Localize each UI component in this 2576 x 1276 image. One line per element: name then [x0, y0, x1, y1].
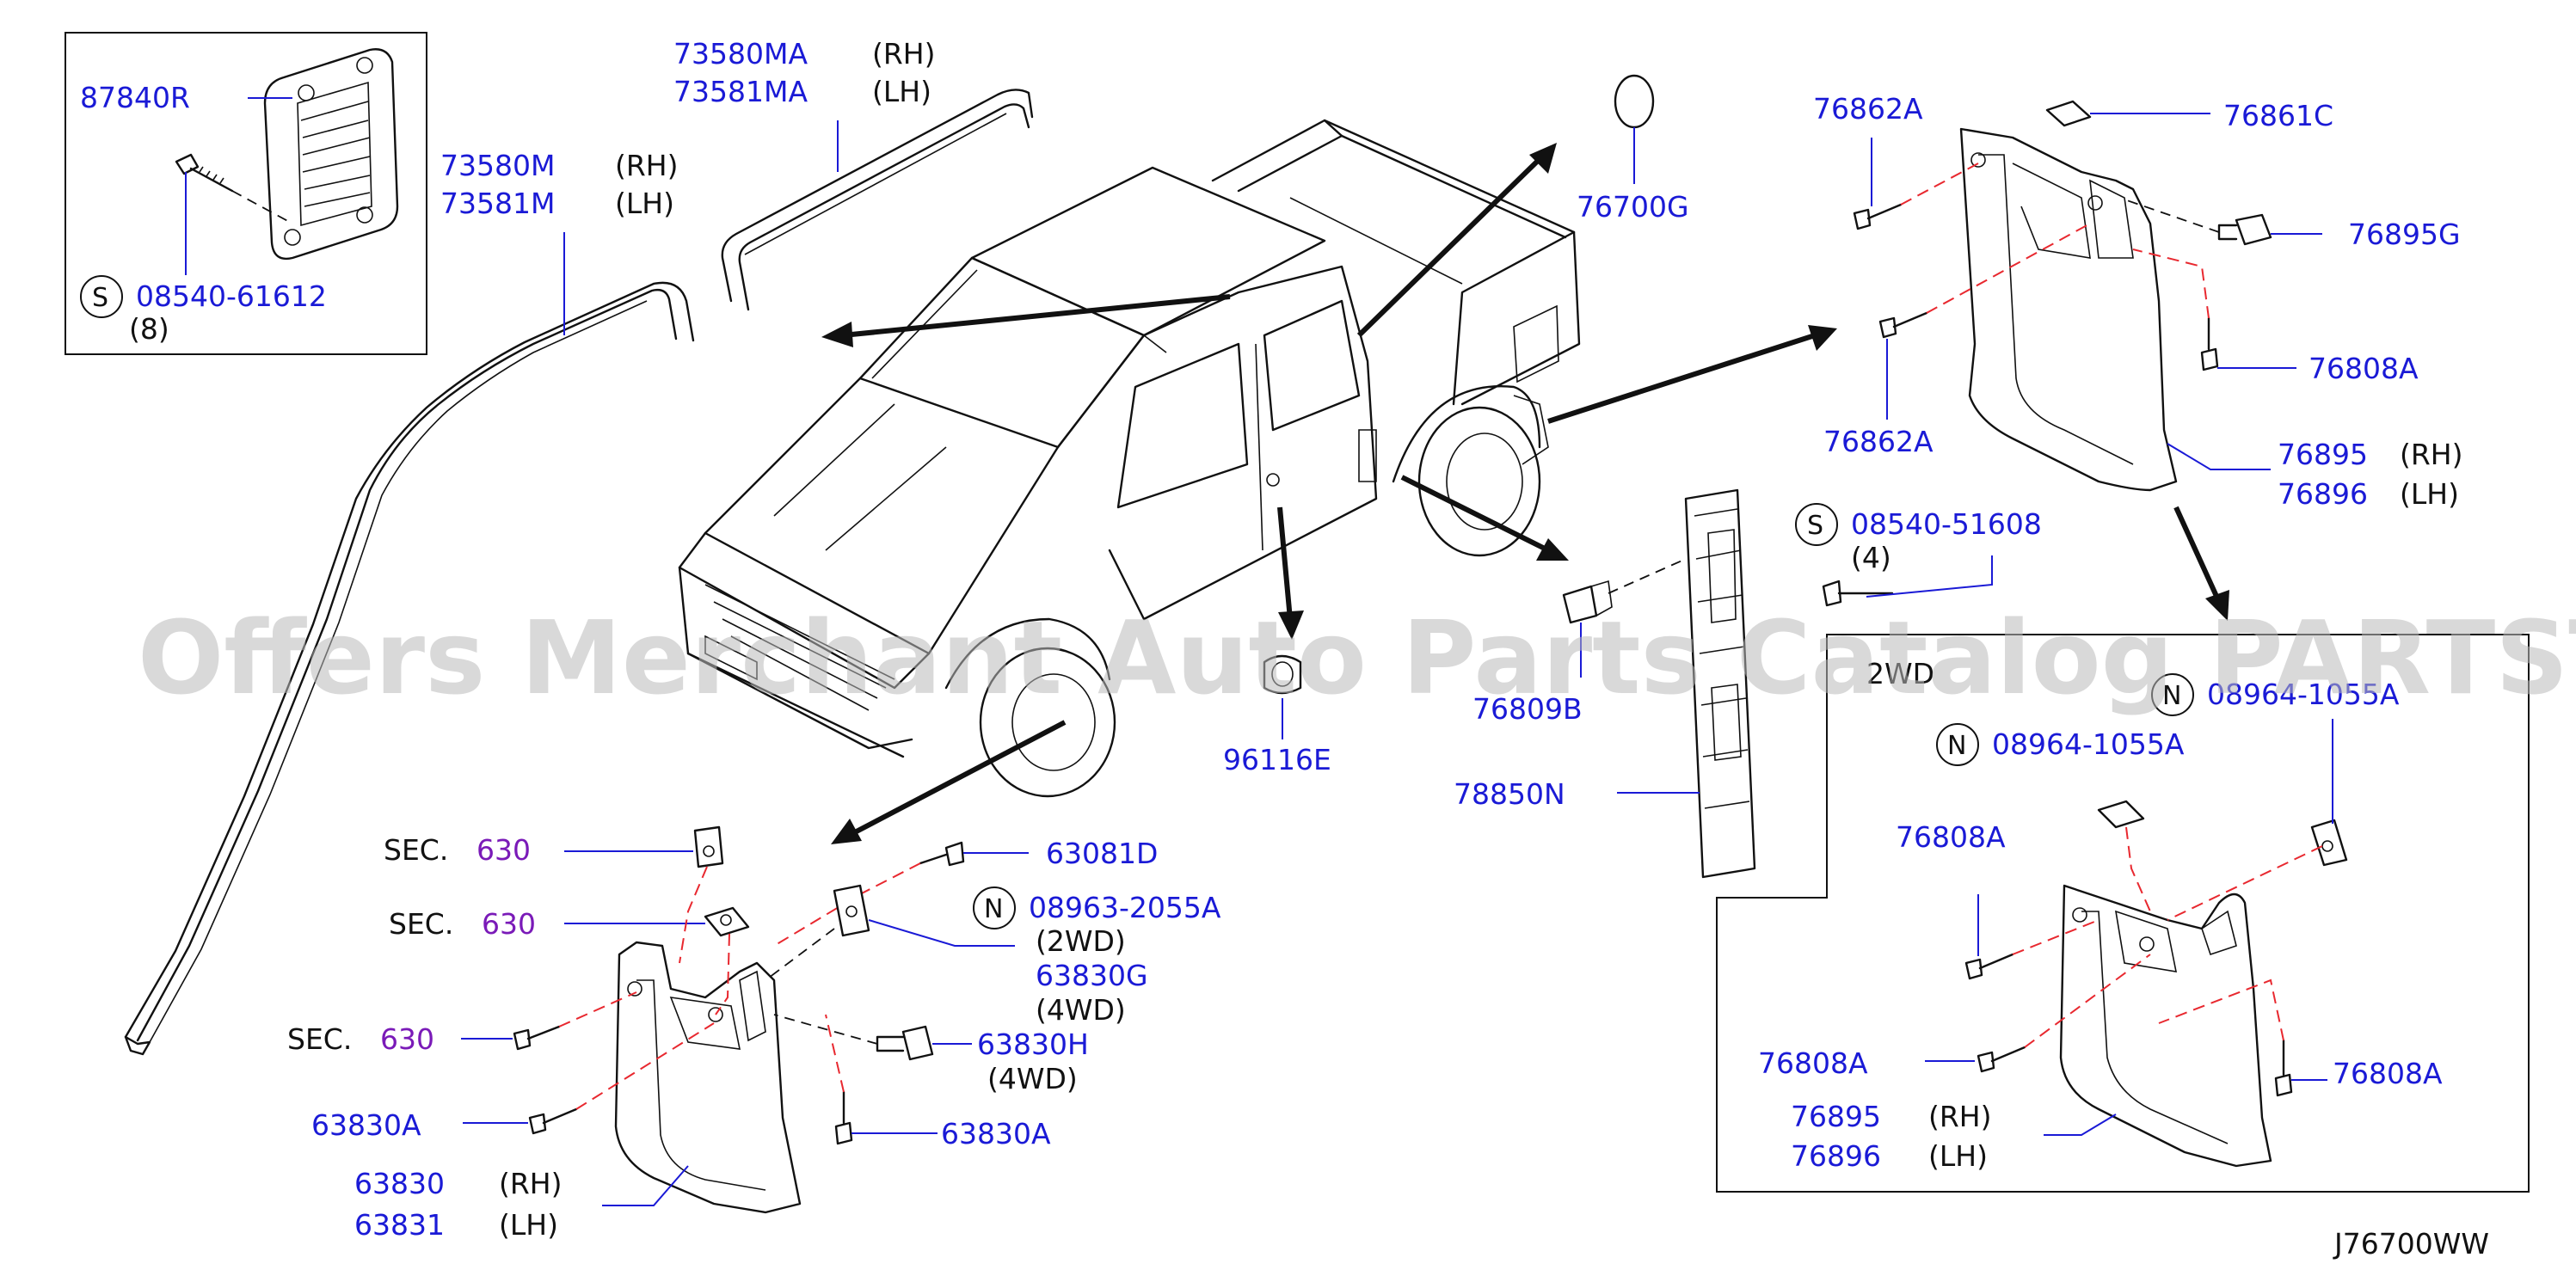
- label-76862A-top: 76862A: [1813, 92, 1923, 126]
- lh-label-1: (LH): [872, 75, 931, 108]
- rear-mud-guard-top: [1853, 100, 2322, 492]
- qty-4: (4): [1851, 541, 1891, 574]
- qty-8: (8): [129, 312, 169, 346]
- emblem-76700G: [1614, 74, 1655, 184]
- n-circle-1: N: [973, 886, 1016, 929]
- label-76808A-right: 76808A: [2309, 352, 2419, 385]
- label-76895G: 76895G: [2348, 218, 2461, 251]
- svg-text:N: N: [984, 894, 1003, 924]
- label-76895-right: 76895: [2278, 438, 2368, 471]
- label-78850N: 78850N: [1454, 777, 1565, 811]
- grommet-96116E: [1263, 654, 1302, 739]
- rh-label-5: (RH): [1928, 1100, 1992, 1133]
- label-96116E: 96116E: [1223, 743, 1331, 776]
- rear-roof-molding: [721, 89, 1034, 311]
- front-mud-guard: [461, 825, 1029, 1214]
- label-76895-inset: 76895: [1791, 1100, 1881, 1133]
- lh-label-3: (LH): [2400, 477, 2459, 511]
- inset-label-2wd: 2WD: [1866, 657, 1934, 690]
- svg-text:S: S: [1807, 511, 1823, 541]
- lh-label-4: (LH): [499, 1208, 558, 1242]
- label-63830: 63830: [354, 1167, 445, 1200]
- lh-label-5: (LH): [1928, 1139, 1988, 1173]
- label-73581MA: 73581MA: [673, 75, 808, 108]
- diagram-code: J76700WW: [2333, 1227, 2489, 1261]
- sec-num-2: 630: [482, 907, 536, 941]
- s-circle-2: S: [1795, 503, 1838, 546]
- label-73580M: 73580M: [440, 149, 555, 182]
- label-08540-61612: 08540-61612: [136, 279, 327, 313]
- label-76808A-inset-2: 76808A: [1758, 1046, 1868, 1080]
- sec-num-1: 630: [476, 833, 531, 867]
- rh-label-4: (RH): [499, 1167, 563, 1200]
- label-08964-1055A-b: 08964-1055A: [1992, 727, 2185, 761]
- inset-grille-box: [65, 32, 427, 355]
- label-63830H: 63830H: [977, 1028, 1089, 1061]
- inset-2wd-box: [1716, 634, 2530, 1193]
- n-circle-3: N: [1936, 723, 1979, 766]
- sec-word-1: SEC.: [384, 833, 448, 867]
- front-roof-molding: [124, 232, 695, 1056]
- watermark: Offers Merchant Auto Parts Catalog PARTS…: [138, 598, 2576, 717]
- sec-word-2: SEC.: [389, 907, 453, 941]
- label-76862A-bottom: 76862A: [1823, 425, 1934, 458]
- wd-label-2wd: (2WD): [1036, 924, 1126, 958]
- label-63830A-right: 63830A: [941, 1117, 1051, 1150]
- lh-label-2: (LH): [615, 187, 674, 220]
- n-circle-2: N: [2151, 673, 2194, 716]
- sec-word-3: SEC.: [287, 1022, 352, 1056]
- callout-arrows: [821, 143, 2229, 844]
- label-63081D: 63081D: [1046, 837, 1158, 870]
- label-76861C: 76861C: [2223, 99, 2333, 132]
- wd-label-4wd-b: (4WD): [987, 1062, 1078, 1095]
- label-87840R: 87840R: [80, 81, 190, 114]
- label-76896-right: 76896: [2278, 477, 2368, 511]
- label-73580MA: 73580MA: [673, 37, 808, 71]
- label-73581M: 73581M: [440, 187, 555, 220]
- label-63830A-left: 63830A: [311, 1108, 421, 1142]
- label-63831: 63831: [354, 1208, 445, 1242]
- label-08963-2055A: 08963-2055A: [1029, 891, 1221, 924]
- svg-text:S: S: [92, 283, 108, 313]
- label-76896-inset: 76896: [1791, 1139, 1881, 1173]
- label-76808A-inset-3: 76808A: [2333, 1057, 2443, 1090]
- rh-label-1: (RH): [872, 37, 936, 71]
- label-76808A-inset-1: 76808A: [1896, 820, 2006, 854]
- label-08964-1055A-a: 08964-1055A: [2207, 678, 2400, 711]
- rh-label-2: (RH): [615, 149, 679, 182]
- label-76700G: 76700G: [1577, 190, 1689, 224]
- svg-text:N: N: [1947, 731, 1966, 761]
- s-circle-1: S: [80, 275, 123, 318]
- rh-label-3: (RH): [2400, 438, 2463, 471]
- svg-text:N: N: [2162, 681, 2181, 711]
- sec-num-3: 630: [380, 1022, 434, 1056]
- label-76809B: 76809B: [1472, 692, 1583, 726]
- wd-label-4wd-a: (4WD): [1036, 993, 1126, 1027]
- label-63830G: 63830G: [1036, 959, 1148, 992]
- fender-protector-78850N: [1562, 488, 1993, 879]
- label-08540-51608: 08540-51608: [1851, 507, 2042, 541]
